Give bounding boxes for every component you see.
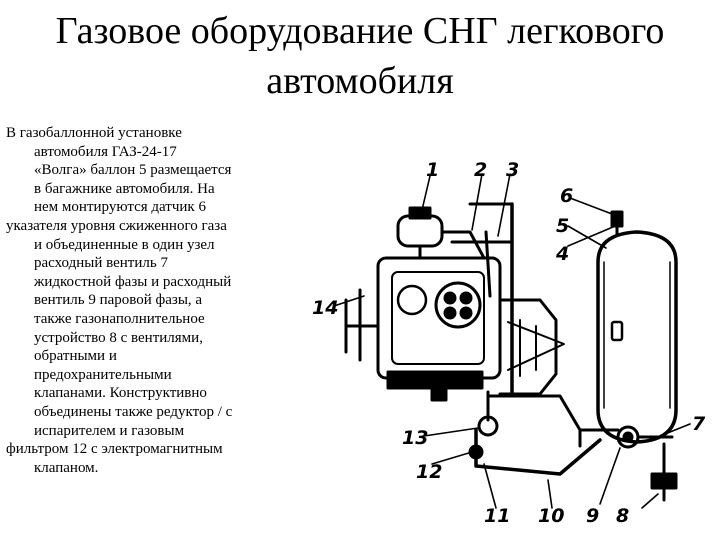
callout-10: 10 <box>538 505 564 527</box>
callout-8: 8 <box>616 505 629 527</box>
paragraph-line: обратными и <box>34 348 117 365</box>
callout-1: 1 <box>426 159 439 181</box>
paragraph-line: жидкостной фазы и расходный <box>34 273 232 290</box>
callout-6: 6 <box>560 185 573 207</box>
title-line-1: Газовое оборудование СНГ легкового <box>55 10 665 52</box>
paragraph-line: автомобиля ГАЗ-24-17 <box>34 143 177 160</box>
paragraph-line: указателя уровня сжиженного газа <box>6 217 227 234</box>
paragraph-line: фильтром 12 с электромагнитным <box>6 441 223 458</box>
callout-12: 12 <box>416 461 442 483</box>
paragraph-line: также газонаполнительное <box>34 310 205 327</box>
paragraph-line: устройство 8 с вентилями, <box>34 329 203 346</box>
paragraph-line: «Волга» баллон 5 размещается <box>34 162 232 179</box>
callout-leaders <box>333 173 691 509</box>
callout-14: 14 <box>312 297 338 319</box>
title-line-2: автомобиля <box>266 60 454 102</box>
paragraph-line: объединены также редуктор / с <box>34 403 233 420</box>
paragraph-line: нем монтируются датчик 6 <box>34 199 206 216</box>
paragraph-line: клапанами. Конструктивно <box>34 385 207 402</box>
callout-5: 5 <box>556 215 569 237</box>
lpg-system-diagram: 1 2 3 4 5 6 7 8 9 10 11 12 13 14 <box>312 159 706 527</box>
description-paragraph: В газобаллонной установке автомобиля ГАЗ… <box>6 124 304 477</box>
engine-block <box>344 256 565 402</box>
callout-11: 11 <box>484 505 510 527</box>
callout-13: 13 <box>402 427 428 449</box>
paragraph-line: клапаном. <box>34 459 99 476</box>
callout-9: 9 <box>586 505 599 527</box>
gas-tank <box>596 230 678 444</box>
level-sensor <box>610 210 624 236</box>
paragraph-line: вентиль 9 паровой фазы, а <box>34 292 203 309</box>
callout-4: 4 <box>555 243 569 265</box>
slide-title: Газовое оборудование СНГ легкового автом… <box>0 6 720 106</box>
valve-unit <box>578 425 678 502</box>
gas-lines <box>450 202 602 476</box>
callout-labels: 1 2 3 4 5 6 7 8 9 10 11 12 13 14 <box>312 159 706 527</box>
callout-3: 3 <box>506 159 519 181</box>
reducer <box>396 206 486 260</box>
callout-2: 2 <box>474 159 487 181</box>
paragraph-line: и объединенные в один узел <box>34 236 215 253</box>
paragraph-line: расходный вентиль 7 <box>34 255 168 272</box>
paragraph-line: В газобаллонной установке <box>6 125 182 141</box>
callout-7: 7 <box>692 413 706 435</box>
paragraph-line: в багажнике автомобиля. На <box>34 180 215 197</box>
paragraph-line: испарителем и газовым <box>34 422 185 439</box>
paragraph-line: предохранительными <box>34 366 172 383</box>
